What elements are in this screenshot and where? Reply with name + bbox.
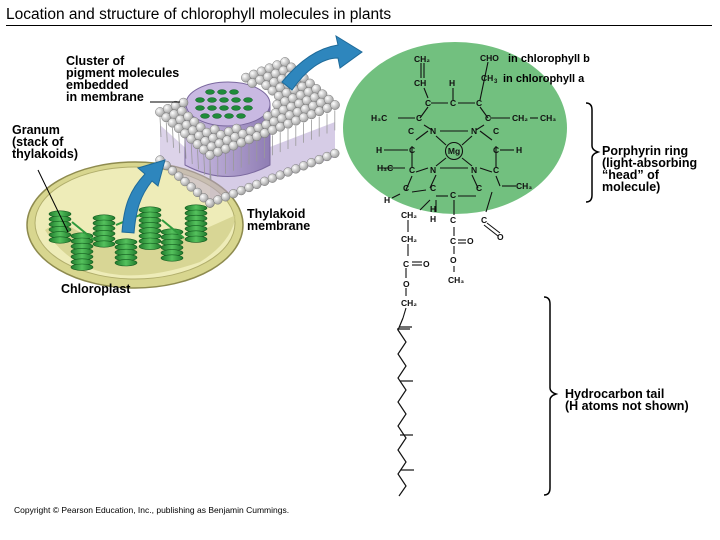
atom-c16: C bbox=[450, 215, 456, 225]
chlb-label: in chlorophyll b bbox=[508, 53, 590, 65]
atom-c5: C bbox=[485, 113, 491, 123]
atom-n2: N bbox=[471, 126, 477, 136]
porphyrin-bracket bbox=[585, 102, 601, 203]
atom-n1: N bbox=[430, 126, 436, 136]
atom-o5: O bbox=[403, 279, 410, 289]
mg-label: Mg bbox=[448, 146, 460, 156]
atom-h-lower: H bbox=[430, 204, 436, 214]
chla-label: in chlorophyll a bbox=[503, 73, 585, 85]
porphyrin-highlight bbox=[343, 42, 567, 214]
atom-ch3-lower: CH₃ bbox=[516, 181, 532, 191]
molecule-bonds bbox=[380, 61, 538, 319]
chloroplast-label: Chloroplast bbox=[61, 282, 131, 296]
atom-ch2-tail3: CH₂ bbox=[401, 298, 417, 308]
atom-n4: N bbox=[471, 165, 477, 175]
porphyrin-label: Porphyrin ring (light-absorbing “head” o… bbox=[602, 144, 698, 194]
atom-h3c-lower: H₃C bbox=[377, 163, 393, 173]
tail-bracket bbox=[543, 296, 559, 496]
chla-group: CH bbox=[481, 73, 493, 83]
atom-c18: C bbox=[450, 236, 456, 246]
atom-h-right: H bbox=[516, 145, 522, 155]
chlb-group: CHO bbox=[480, 53, 499, 63]
arrow-to-molecule bbox=[281, 34, 363, 91]
thylakoid-membrane-label: Thylakoid membrane bbox=[247, 207, 311, 233]
hydrocarbon-tail-label: Hydrocarbon tail (H atoms not shown) bbox=[565, 387, 689, 413]
porphyrin-title: Porphyrin ring bbox=[602, 144, 689, 158]
atom-h-lower2: H bbox=[430, 214, 436, 224]
atom-c7: C bbox=[493, 126, 499, 136]
magnesium-atom: Mg bbox=[444, 141, 464, 161]
atom-o1: O bbox=[497, 232, 504, 242]
phospholipid-bilayer bbox=[155, 57, 340, 208]
atom-c2: C bbox=[450, 98, 456, 108]
atom-h3c-left: H₃C bbox=[371, 113, 387, 123]
molecule-atom-labels: CH₂ CH H C C C H₃C C C CH₂ CH₃ C N N C H… bbox=[371, 54, 556, 308]
atom-ch2-top: CH₂ bbox=[414, 54, 430, 64]
atom-ch3-ester: CH₃ bbox=[448, 275, 464, 285]
atom-ch2-tail2: CH₂ bbox=[401, 234, 417, 244]
atom-ch2-tail1: CH₂ bbox=[401, 210, 417, 220]
atom-ch2-right: CH₂ bbox=[512, 113, 528, 123]
atom-c3: C bbox=[476, 98, 482, 108]
atom-h-top: H bbox=[449, 78, 455, 88]
cluster-label: Cluster of pigment molecules embedded in… bbox=[66, 54, 180, 104]
atom-o4: O bbox=[423, 259, 430, 269]
atom-c1: C bbox=[425, 98, 431, 108]
atom-ch3-right: CH₃ bbox=[540, 113, 556, 123]
atom-c10: C bbox=[409, 165, 415, 175]
pigment-molecules bbox=[195, 89, 253, 119]
atom-ch-top: CH bbox=[414, 78, 426, 88]
arrow-to-granum bbox=[121, 159, 166, 234]
copyright-notice: Copyright © Pearson Education, Inc., pub… bbox=[14, 505, 290, 515]
atom-c15: C bbox=[476, 183, 482, 193]
atom-n3: N bbox=[430, 165, 436, 175]
chla-subscript: 3 bbox=[494, 79, 498, 85]
atom-c12: C bbox=[403, 183, 409, 193]
granum-label: Granum (stack of thylakoids) bbox=[12, 123, 78, 161]
tail-methyl-branches bbox=[397, 326, 414, 471]
atom-c14: C bbox=[450, 190, 456, 200]
atom-c13: C bbox=[430, 183, 436, 193]
atom-c9: C bbox=[493, 145, 499, 155]
atom-h-lower-left: H bbox=[384, 195, 390, 205]
atom-c19: C bbox=[403, 259, 409, 269]
atom-c11: C bbox=[493, 165, 499, 175]
atom-c17: C bbox=[481, 215, 487, 225]
tail-title: Hydrocarbon tail bbox=[565, 387, 665, 401]
atom-c4: C bbox=[416, 113, 422, 123]
atom-o2: O bbox=[467, 236, 474, 246]
atom-o3: O bbox=[450, 255, 457, 265]
atom-c8: C bbox=[409, 145, 415, 155]
page-title: Location and structure of chlorophyll mo… bbox=[6, 5, 712, 26]
atom-h-left: H bbox=[376, 145, 382, 155]
atom-c6: C bbox=[408, 126, 414, 136]
hydrocarbon-tail-chain bbox=[397, 317, 407, 497]
grana-stacks bbox=[48, 204, 208, 271]
